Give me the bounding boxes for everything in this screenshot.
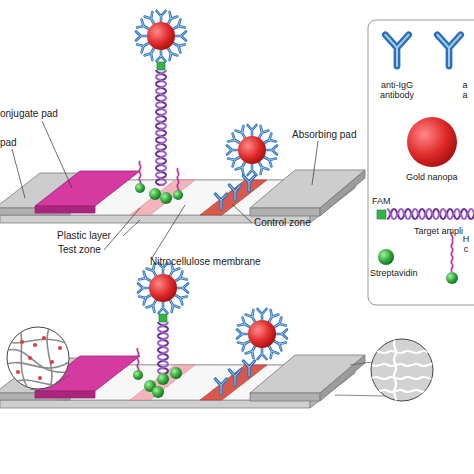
fiber [372, 364, 436, 366]
fam-tag [159, 314, 167, 322]
anti-igg-antibody [215, 194, 226, 209]
leader-line [312, 141, 318, 185]
fiber-network [5, 325, 72, 392]
part-label: onjugate pad [0, 108, 58, 120]
hairpin-probe [135, 161, 145, 193]
leader-line [152, 205, 185, 258]
streptavidin [170, 367, 182, 379]
leader-lines [12, 121, 318, 258]
hairpin-probe [173, 168, 183, 200]
particle [20, 340, 24, 344]
streptavidin-symbol [378, 249, 394, 265]
streptavidin [152, 386, 164, 398]
legend-text: anti-IgG antibody [371, 80, 423, 100]
antibody-symbol [385, 35, 408, 66]
gold-nanoparticle [136, 11, 186, 61]
leader-line [104, 208, 140, 250]
gold-nanoparticle [138, 263, 188, 313]
particle [38, 376, 42, 380]
fiber [372, 377, 436, 379]
part-label: Test zone [58, 244, 101, 256]
legend-panel [368, 20, 474, 305]
streptavidin [149, 188, 161, 200]
hairpin-symbol [451, 232, 453, 272]
particles [16, 336, 62, 380]
particle [42, 336, 46, 340]
leader-line [232, 204, 252, 223]
anti-igg-antibody [229, 185, 240, 200]
legend-text: H c [461, 234, 471, 254]
part-label: Plastic layer [57, 230, 111, 242]
antibody-symbol [437, 35, 460, 66]
fiber [8, 349, 65, 372]
particle [33, 343, 37, 347]
fam-tag [157, 62, 165, 70]
anti-igg-antibody [243, 176, 254, 191]
amplicon-symbol [387, 208, 474, 220]
leader-line [123, 220, 140, 236]
fiber [47, 325, 52, 392]
fam-symbol [377, 210, 386, 219]
gold-nanoparticle-symbol [407, 117, 457, 167]
target-amplicon [157, 322, 169, 374]
fiber [372, 351, 436, 353]
anti-igg-antibody [215, 379, 226, 394]
streptavidin [160, 192, 172, 204]
legend-text: Streptavidin [370, 268, 418, 278]
legend-text: a a [460, 80, 470, 100]
particle [16, 370, 20, 374]
pad-fibers [372, 340, 436, 404]
legend-text: Target ampli [414, 226, 463, 236]
target-amplicon [155, 70, 167, 186]
fiber [5, 339, 70, 345]
part-label: Nitrocellulose membrane [150, 256, 261, 268]
gold-nanoparticle [237, 309, 287, 359]
fiber [372, 390, 436, 392]
part-label: Absorbing pad [292, 129, 357, 141]
magnifier-circle [7, 327, 69, 389]
anti-igg-antibody [243, 361, 254, 376]
leader-line [42, 121, 72, 188]
part-label: Control zone [254, 217, 311, 229]
particle [58, 346, 62, 350]
streptavidin [157, 373, 169, 385]
zoom-line [350, 362, 372, 365]
hairpin-bead [446, 272, 458, 284]
fiber [394, 340, 396, 404]
particle [28, 356, 32, 360]
zoom-line [30, 389, 50, 393]
leader-line [12, 149, 25, 198]
legend-text: Gold nanopa [406, 172, 458, 182]
particle [50, 360, 54, 364]
zoom-line [335, 395, 385, 396]
gold-nanoparticle [227, 125, 277, 175]
hairpin-probe [133, 348, 143, 380]
legend-text: FAM [372, 196, 391, 206]
part-label: pad [0, 137, 17, 149]
fiber [10, 380, 70, 385]
anti-igg-antibody [229, 370, 240, 385]
